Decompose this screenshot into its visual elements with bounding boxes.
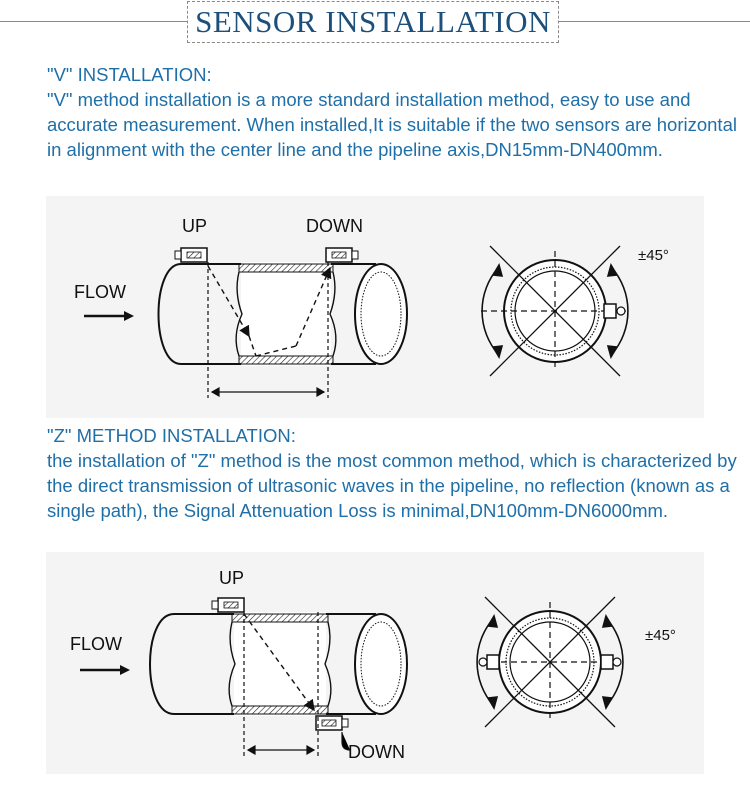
z-cross-section (478, 596, 622, 728)
z-pipe (149, 612, 408, 716)
sensor-clamp-icon (211, 597, 245, 613)
sensor-clamp-icon (174, 247, 208, 263)
v-angle-label: ±45° (638, 247, 669, 264)
title-box: SENSOR INSTALLATION (187, 1, 559, 43)
z-spacing-dimension (243, 612, 351, 758)
arrow-right-icon (84, 311, 134, 321)
sensor-clamp-icon (315, 715, 349, 731)
v-signal-path (207, 265, 332, 357)
z-flow-label: FLOW (70, 634, 122, 654)
v-cross-section (481, 245, 626, 377)
v-installation-section: "V" INSTALLATION: "V" method installatio… (47, 62, 737, 162)
v-installation-description: "V" method installation is a more standa… (47, 89, 737, 160)
title-rule-right (559, 21, 750, 22)
sensor-clamp-icon (325, 247, 359, 263)
v-pipe (157, 262, 408, 366)
title-rule-left (0, 21, 187, 22)
v-flow-label: FLOW (74, 282, 126, 302)
z-installation-description: the installation of "Z" method is the mo… (47, 450, 737, 521)
rotation-arc-icon (481, 262, 629, 360)
rotation-arc-icon (476, 613, 624, 711)
v-installation-diagram: UP DOWN FLOW (46, 196, 704, 418)
z-installation-heading: "Z" METHOD INSTALLATION: (47, 425, 296, 446)
title-bar: SENSOR INSTALLATION (0, 0, 750, 46)
z-installation-section: "Z" METHOD INSTALLATION: the installatio… (47, 423, 737, 523)
arrow-right-icon (80, 665, 130, 675)
v-down-label: DOWN (306, 216, 363, 236)
z-installation-diagram: UP DOWN FLOW (46, 552, 704, 774)
z-up-label: UP (219, 568, 244, 588)
v-spacing-dimension (207, 262, 329, 398)
z-down-label: DOWN (348, 742, 405, 762)
z-signal-path (243, 613, 315, 712)
page-title: SENSOR INSTALLATION (195, 4, 551, 39)
v-installation-heading: "V" INSTALLATION: (47, 64, 212, 85)
v-up-label: UP (182, 216, 207, 236)
z-angle-label: ±45° (645, 627, 676, 644)
